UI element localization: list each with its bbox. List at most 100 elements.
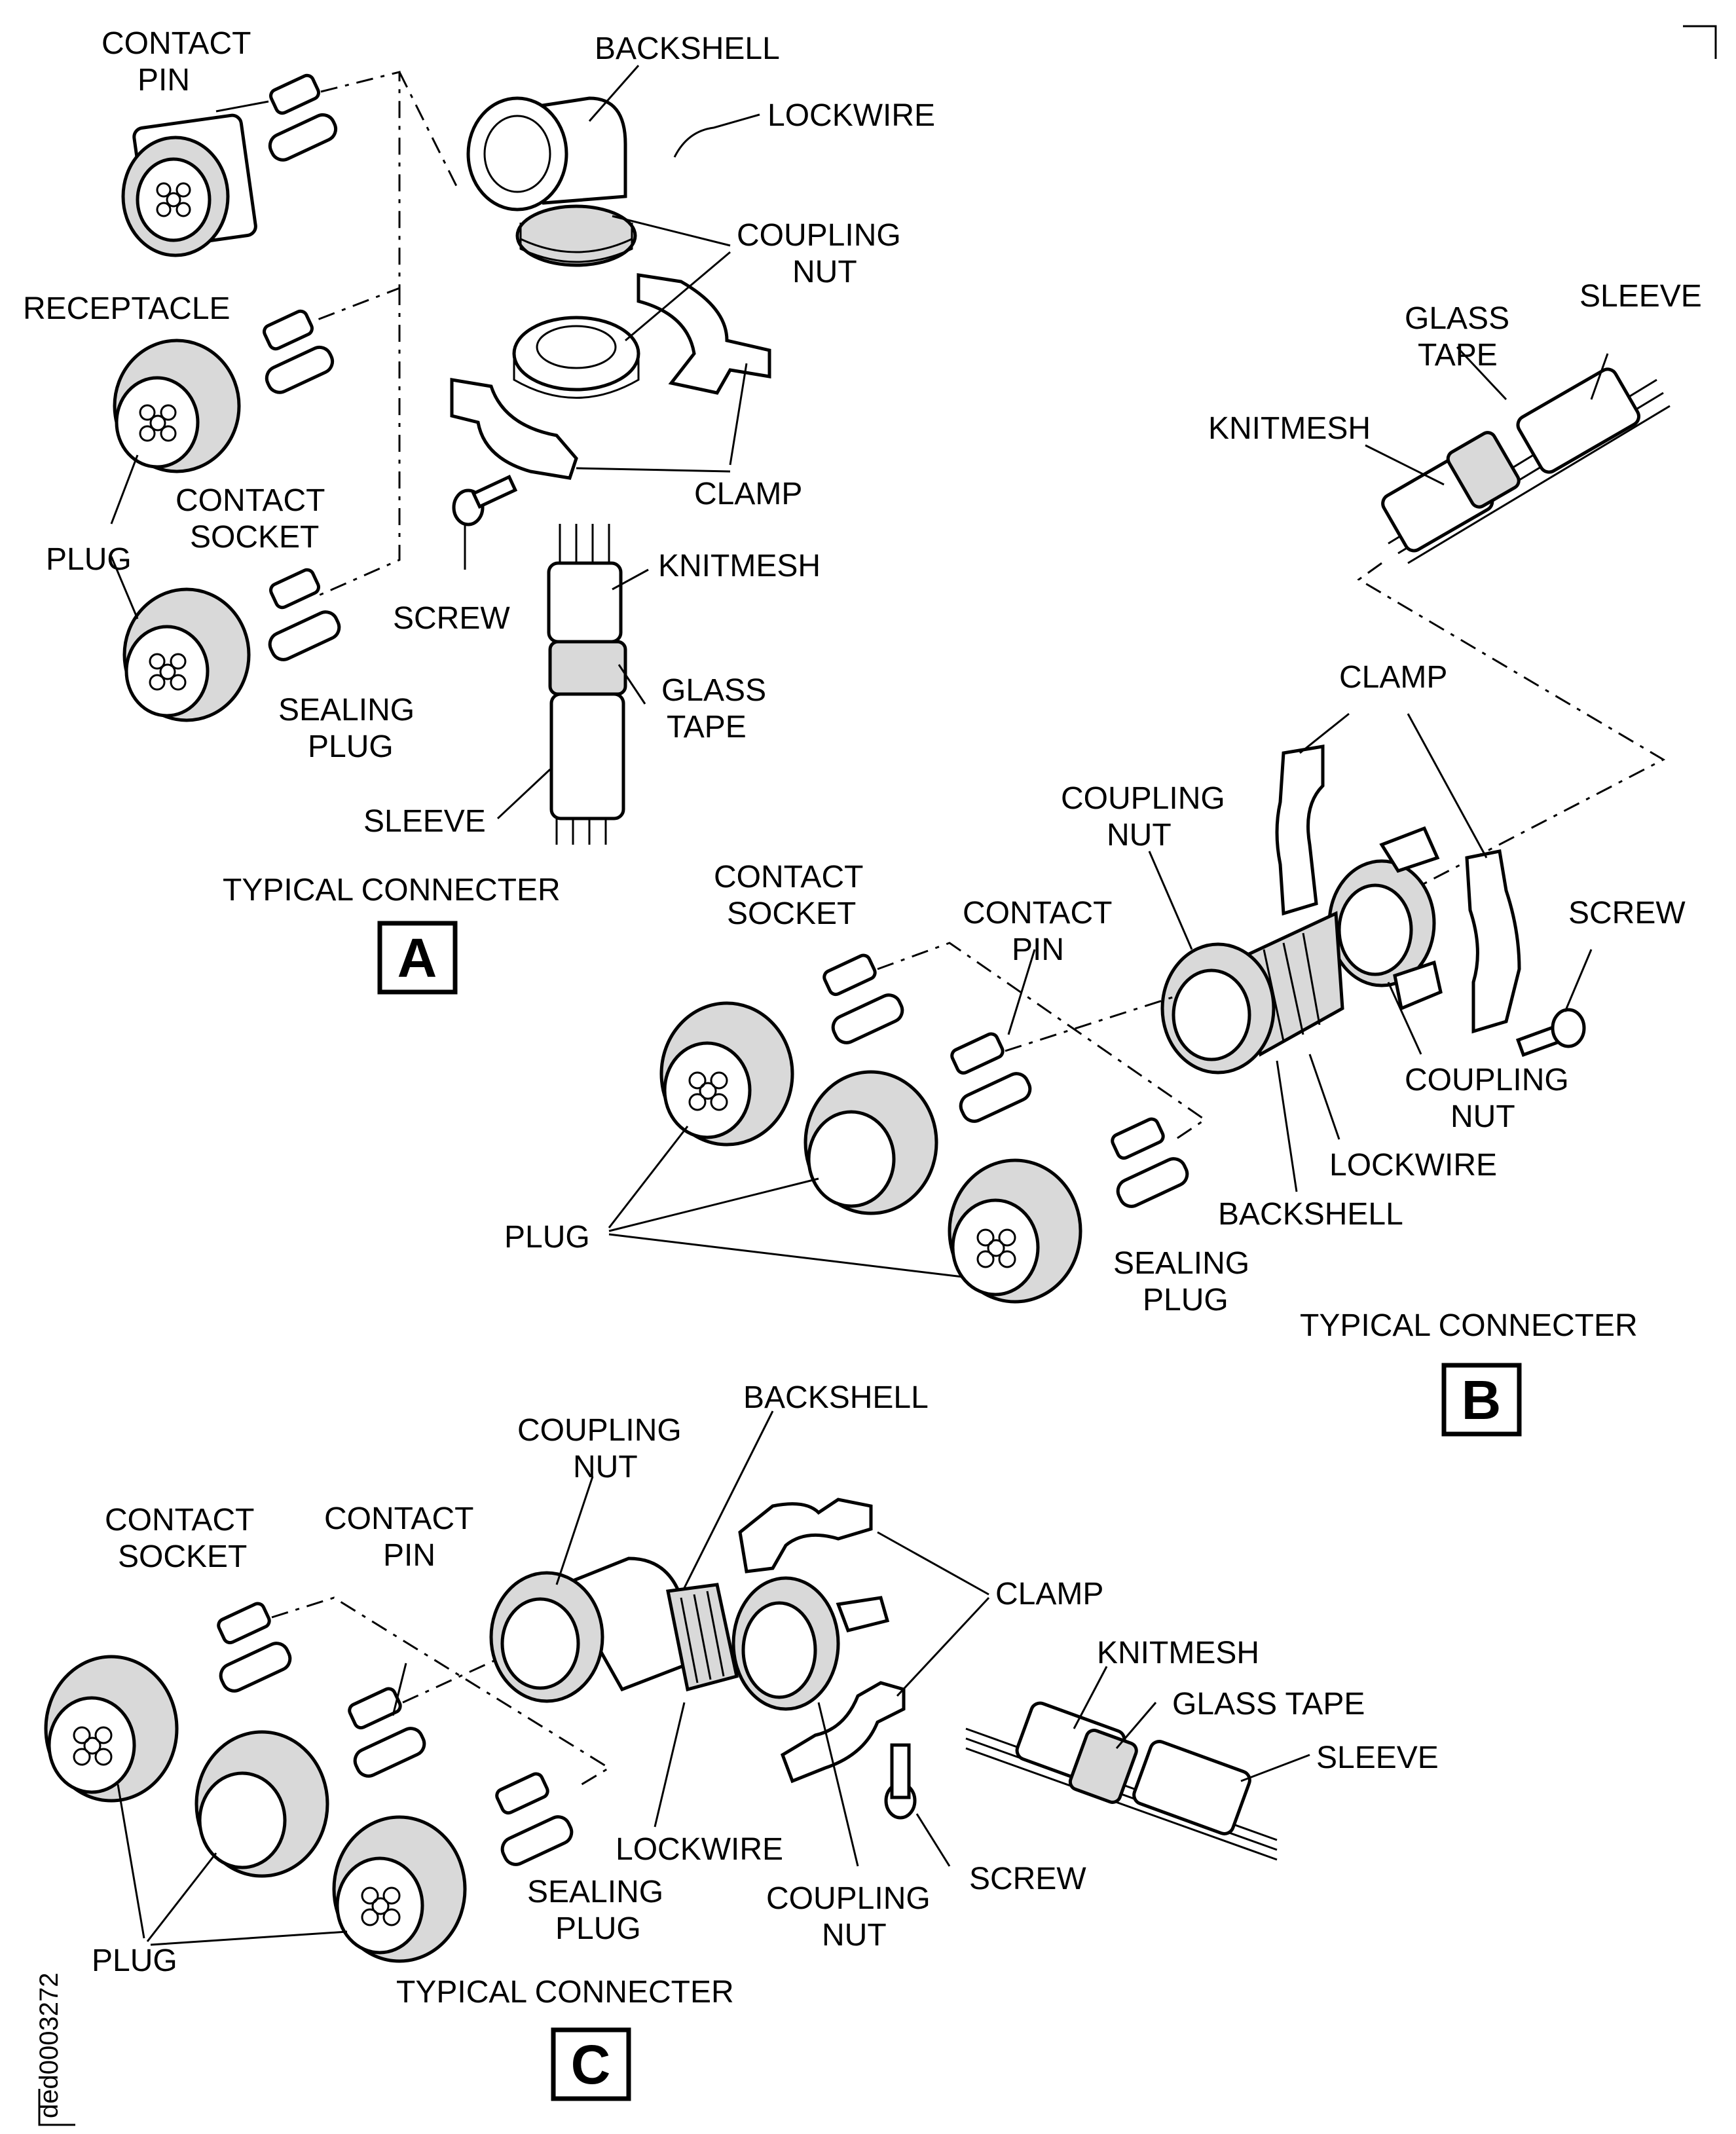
label-a-glass-tape-2: TAPE — [667, 710, 747, 745]
backshell-c-drawing — [489, 1556, 739, 1703]
cable-a-drawing — [547, 524, 627, 845]
label-a-clamp: CLAMP — [694, 477, 802, 511]
caption-b: TYPICAL CONNECTER — [1300, 1308, 1638, 1343]
screw-b-drawing — [1515, 1008, 1586, 1058]
label-c-screw: SCREW — [969, 1862, 1086, 1896]
label-b-glass-tape-1: GLASS — [1405, 301, 1509, 336]
pins-row-1 — [268, 73, 338, 162]
pins-b-drawing — [822, 953, 1189, 1208]
view-b-letter-box — [1441, 1363, 1522, 1437]
label-a-sealing-plug-2: PLUG — [308, 729, 394, 764]
coupling-nut-a-drawing — [512, 316, 640, 399]
clamp-c-drawing — [738, 1498, 906, 1784]
view-a: CONTACT PIN RECEPTACLE PLUG CONTACT SOCK… — [23, 26, 935, 995]
backshell-a-drawing — [466, 96, 637, 267]
caption-c: TYPICAL CONNECTER — [396, 1975, 734, 2010]
label-b-screw: SCREW — [1568, 896, 1686, 930]
label-a-screw: SCREW — [393, 601, 510, 636]
plug-b3-drawing — [948, 1158, 1082, 1304]
label-b-sealing-plug-2: PLUG — [1143, 1283, 1228, 1317]
label-b-coupling-nut-1: COUPLING — [1405, 1063, 1569, 1097]
label-a-coupling-nut-1: COUPLING — [737, 218, 901, 253]
pins-row-3 — [268, 568, 341, 661]
label-b-contact-socket-1: CONTACT — [714, 860, 863, 894]
label-b-backshell: BACKSHELL — [1218, 1197, 1403, 1232]
label-a-sealing-plug-1: SEALING — [278, 693, 415, 727]
label-a-knitmesh: KNITMESH — [658, 549, 821, 583]
label-c-contact-socket-1: CONTACT — [105, 1503, 254, 1537]
label-b-contact-pin-1: CONTACT — [963, 896, 1112, 930]
screw-c-drawing — [884, 1743, 917, 1820]
figure-id: ded0003272 — [35, 1973, 64, 2118]
pins-row-2 — [263, 309, 335, 394]
view-c-letter: C — [571, 2034, 611, 2095]
label-c-sealing-plug-2: PLUG — [555, 1911, 641, 1946]
screw-a-drawing — [452, 475, 518, 526]
corner-mark — [1683, 25, 1717, 59]
label-c-glass-tape: GLASS TAPE — [1172, 1687, 1365, 1721]
view-c-letter-box — [551, 2027, 631, 2101]
label-a-contact-pin-2: PIN — [138, 63, 190, 98]
label-c-sleeve: SLEEVE — [1316, 1740, 1439, 1775]
plug-a1-drawing — [113, 339, 241, 473]
label-b-coupling-nut-top-1: COUPLING — [1061, 781, 1225, 816]
view-a-letter: A — [397, 927, 437, 989]
plug-b2-drawing — [803, 1070, 938, 1215]
label-a-glass-tape-1: GLASS — [661, 673, 766, 708]
plug-b1-drawing — [659, 1001, 794, 1147]
label-b-plug: PLUG — [504, 1220, 590, 1255]
label-b-contact-socket-2: SOCKET — [727, 896, 856, 931]
view-a-letter-box — [377, 921, 458, 995]
label-b-sealing-plug-1: SEALING — [1113, 1246, 1249, 1281]
corner-mark-bottom — [38, 2089, 75, 2126]
label-c-coupling-nut-1: COUPLING — [766, 1881, 931, 1916]
plug-c3-drawing — [332, 1815, 467, 1963]
view-b-letter: B — [1462, 1369, 1502, 1431]
label-a-sleeve: SLEEVE — [363, 804, 486, 839]
view-b: GLASS TAPE SLEEVE KNITMESH CLAMP COUPLIN… — [504, 279, 1702, 1437]
label-c-contact-socket-2: SOCKET — [118, 1539, 247, 1574]
label-a-coupling-nut-2: NUT — [792, 255, 857, 289]
label-a-contact-socket-1: CONTACT — [175, 483, 325, 518]
backshell-b-drawing — [1160, 911, 1344, 1075]
label-c-contact-pin-2: PIN — [383, 1538, 435, 1573]
label-b-glass-tape-2: TAPE — [1418, 338, 1498, 373]
label-c-contact-pin-1: CONTACT — [324, 1501, 473, 1536]
label-b-coupling-nut-top-2: NUT — [1107, 818, 1172, 853]
label-a-lockwire: LOCKWIRE — [767, 98, 935, 133]
label-b-sleeve: SLEEVE — [1579, 279, 1702, 314]
label-b-knitmesh: KNITMESH — [1208, 411, 1371, 446]
coupling-nut-c-drawing — [731, 1576, 840, 1711]
label-c-backshell: BACKSHELL — [743, 1380, 929, 1415]
label-b-contact-pin-2: PIN — [1012, 932, 1064, 967]
label-c-lockwire: LOCKWIRE — [616, 1832, 783, 1867]
label-c-coupling-nut-top-2: NUT — [573, 1450, 638, 1484]
label-b-coupling-nut-2: NUT — [1450, 1099, 1515, 1134]
plug-c2-drawing — [194, 1730, 329, 1878]
cable-b-drawing — [1381, 367, 1671, 564]
label-c-clamp: CLAMP — [995, 1577, 1103, 1611]
label-a-receptacle: RECEPTACLE — [23, 291, 231, 326]
clamp-a-drawing — [450, 273, 771, 480]
label-a-contact-socket-2: SOCKET — [190, 520, 319, 555]
cable-c-drawing — [965, 1701, 1278, 1861]
label-a-backshell: BACKSHELL — [595, 31, 780, 66]
label-b-clamp: CLAMP — [1339, 660, 1447, 695]
label-b-lockwire: LOCKWIRE — [1329, 1148, 1497, 1183]
pins-c-drawing — [217, 1602, 574, 1866]
caption-a: TYPICAL CONNECTER — [223, 873, 561, 908]
label-c-coupling-nut-top-1: COUPLING — [517, 1413, 682, 1448]
label-c-plug: PLUG — [92, 1943, 177, 1978]
label-a-plug: PLUG — [46, 542, 132, 577]
label-c-knitmesh: KNITMESH — [1097, 1636, 1259, 1670]
view-c: BACKSHELL COUPLING NUT CONTACT SOCKET CO… — [44, 1380, 1439, 2101]
plug-c1-drawing — [44, 1655, 179, 1803]
plug-a2-drawing — [122, 587, 251, 722]
label-c-sealing-plug-1: SEALING — [527, 1875, 663, 1909]
clamp-b-drawing — [1275, 745, 1521, 1034]
label-c-coupling-nut-2: NUT — [822, 1918, 887, 1953]
label-a-contact-pin-1: CONTACT — [102, 26, 251, 61]
coupling-nut-b2-drawing — [1327, 826, 1443, 1011]
receptacle-drawing — [121, 113, 257, 257]
